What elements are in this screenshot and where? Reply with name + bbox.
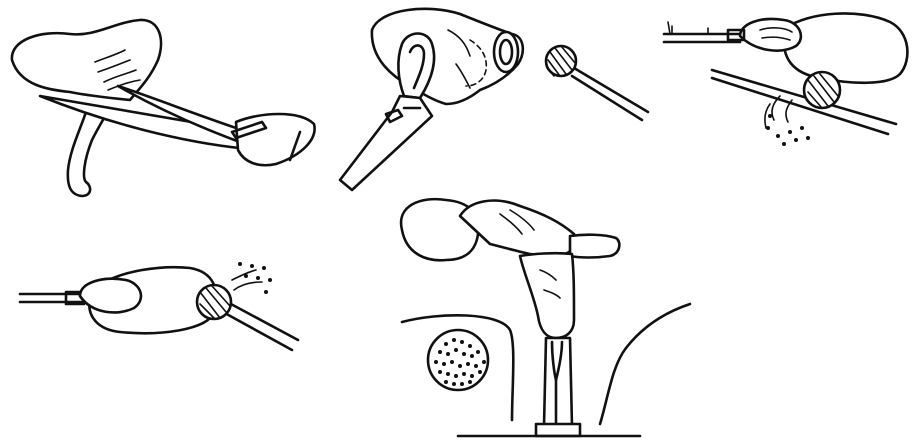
spray-dot [244, 274, 248, 278]
spray-dot [806, 136, 810, 140]
ossicle-body [12, 20, 161, 100]
burr3-shaft-bottom [712, 78, 888, 134]
stippled-sphere [428, 330, 488, 390]
spray4-arc-1 [232, 270, 256, 280]
spray-dot [788, 130, 792, 134]
spray-dot [262, 266, 266, 270]
panel-1-incision [12, 20, 315, 196]
panel-5-prosthesis-seated [401, 199, 690, 436]
spray-dot [794, 138, 798, 142]
prosthesis-piston [544, 338, 572, 426]
spray-dot [264, 290, 268, 294]
spray-dot [256, 276, 260, 280]
forceps-shaft [340, 96, 432, 190]
spray-dot [766, 126, 770, 130]
bone-large-oval [784, 13, 907, 82]
burr-shaft-top [574, 68, 648, 112]
burr-shaft-bottom [572, 76, 642, 120]
small-ossicle [740, 19, 801, 51]
spray4-arc-2 [234, 282, 262, 290]
panel-3-drilling-with-irrigation [664, 13, 907, 146]
lenticular-tab [570, 235, 619, 258]
spray-dot [250, 264, 254, 268]
panel-2-forceps-and-burr [340, 9, 648, 190]
footplate [536, 424, 580, 436]
holding-rod-ticks [668, 22, 708, 34]
spray-dot [768, 114, 772, 118]
scissors-handle [236, 114, 315, 165]
ossicle-long-process [68, 108, 110, 196]
spray-dot [800, 126, 804, 130]
panel-4-drilling-sprayed [20, 262, 298, 350]
spray-dot [782, 142, 786, 146]
spray-dot [776, 134, 780, 138]
spray-dot [238, 262, 242, 266]
spray-dot [268, 278, 272, 282]
ossicle-ring-outer [494, 32, 518, 72]
canal-wall-right [600, 304, 690, 424]
ossicle5-long-process [520, 253, 574, 338]
